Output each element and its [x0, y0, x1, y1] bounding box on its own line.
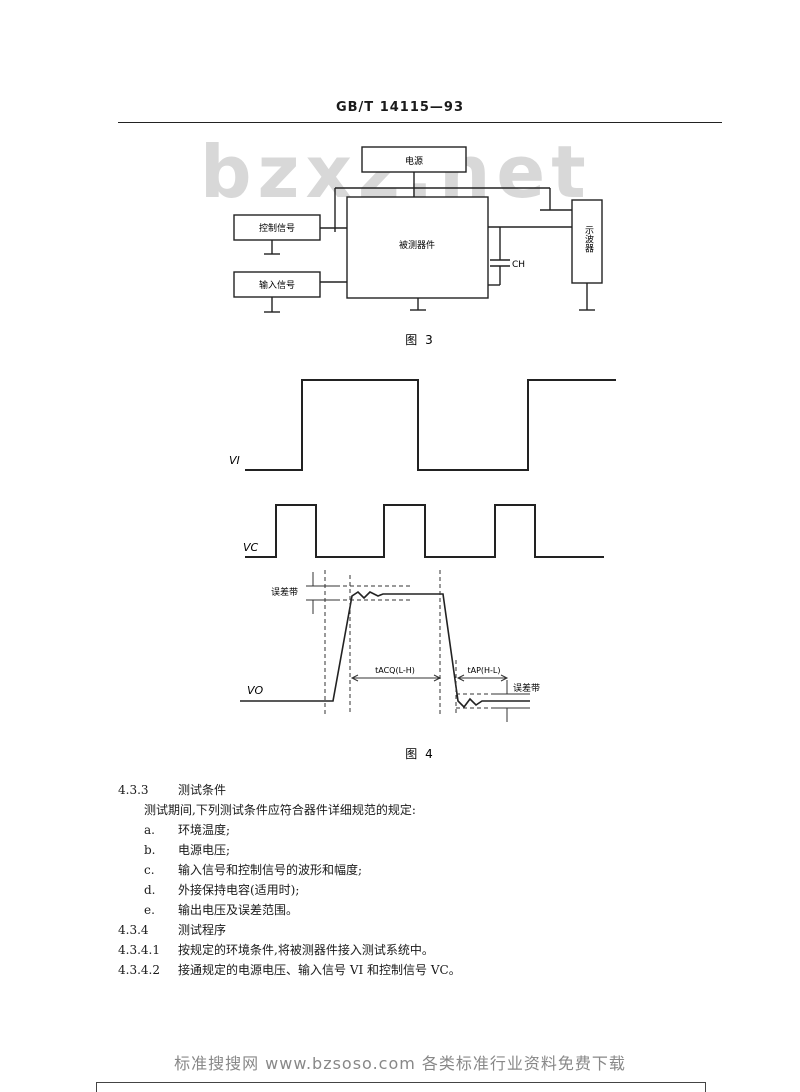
figure-3-caption: 图 3: [405, 333, 434, 347]
oscilloscope-box: [571, 199, 603, 284]
section-4-3-3: 4.3.3 测试条件 测试期间,下列测试条件应符合器件详细规范的规定: a.环境…: [118, 780, 718, 980]
clause-number: 4.3.4.2: [118, 963, 160, 977]
page-header-title: GB/T 14115—93: [335, 100, 465, 115]
dut-label: 被测器件: [399, 239, 435, 251]
figure-4-diagram: VI VC VO 误差带 误差带 tACQ(L-H) tAP(H-L) 图 4: [229, 379, 616, 761]
clause-4-3-4-1: 4.3.4.1 按规定的环境条件,将被测器件接入测试系统中。: [118, 940, 718, 960]
clause-text: 按规定的环境条件,将被测器件接入测试系统中。: [178, 943, 434, 957]
header-rule: [118, 122, 722, 123]
heading-number: 4.3.3: [118, 783, 149, 797]
heading-title: 测试程序: [178, 923, 227, 937]
vc-label: VC: [243, 541, 259, 554]
power-box: [361, 146, 467, 173]
input-signal-box: [233, 271, 321, 298]
error-band-top-label: 误差带: [271, 586, 298, 598]
vc-waveform: [245, 504, 604, 558]
footer-banner: 标准搜搜网 www.bzsoso.com 各类标准行业资料免费下载: [174, 1054, 626, 1073]
list-item: b.电源电压;: [144, 843, 231, 857]
heading-title: 测试条件: [178, 783, 227, 797]
vi-label: VI: [229, 454, 240, 467]
clause-number: 4.3.4.1: [118, 943, 160, 957]
figure-4-caption: 图 4: [405, 747, 434, 761]
figure-3-diagram: 电源 控制信号 输入信号 被测器件 示波器 CH 图 3: [233, 146, 603, 347]
t-ap-label: tAP(H-L): [467, 666, 500, 675]
t-acq-label: tACQ(L-H): [375, 666, 415, 675]
oscilloscope-label: 示波器: [583, 226, 594, 253]
list-item: d.外接保持电容(适用时);: [144, 883, 300, 897]
heading-4-3-3: 4.3.3 测试条件: [118, 780, 718, 800]
clause-4-3-4-2: 4.3.4.2 接通规定的电源电压、输入信号 VI 和控制信号 VC。: [118, 960, 718, 980]
dut-box: [346, 196, 489, 299]
clause-text: 接通规定的电源电压、输入信号 VI 和控制信号 VC。: [178, 963, 461, 977]
heading-number: 4.3.4: [118, 923, 149, 937]
error-band-bottom-label: 误差带: [513, 682, 540, 694]
intro-text: 测试期间,下列测试条件应符合器件详细规范的规定:: [144, 803, 416, 817]
vo-label: VO: [247, 684, 264, 697]
capacitor-label: CH: [512, 260, 525, 270]
vi-waveform: [245, 379, 616, 471]
vo-waveform: [240, 590, 530, 709]
power-label: 电源: [405, 155, 423, 167]
control-signal-label: 控制信号: [259, 222, 295, 234]
list-item: c.输入信号和控制信号的波形和幅度;: [144, 863, 363, 877]
heading-4-3-4: 4.3.4 测试程序: [118, 920, 718, 940]
list-item: a.环境温度;: [144, 823, 231, 837]
footer-frame: [96, 1082, 706, 1092]
list-item: e.输出电压及误差范围。: [144, 903, 299, 917]
input-signal-label: 输入信号: [259, 279, 295, 291]
